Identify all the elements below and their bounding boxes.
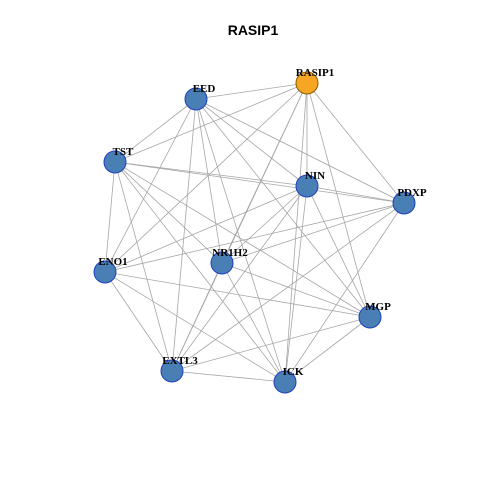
edge-nr1h2-extl3 bbox=[171, 262, 223, 372]
edge-nr1h2-mgp bbox=[221, 262, 371, 318]
node-label-pdxp: PDXP bbox=[397, 187, 427, 199]
node-nr1h2[interactable] bbox=[210, 251, 234, 275]
node-pdxp[interactable] bbox=[392, 191, 416, 215]
edge-nin-extl3 bbox=[171, 185, 308, 372]
edge-nin-pdxp bbox=[306, 185, 405, 204]
edge-pdxp-nr1h2 bbox=[221, 202, 405, 264]
edge-nin-mgp bbox=[306, 185, 371, 318]
edge-nr1h2-ick bbox=[221, 262, 286, 383]
node-label-tst: TST bbox=[113, 146, 134, 158]
edge-pdxp-ick bbox=[284, 202, 405, 383]
node-nin[interactable] bbox=[295, 174, 319, 198]
edge-mgp-extl3 bbox=[171, 316, 371, 372]
edge-tst-ick bbox=[114, 161, 286, 383]
node-extl3[interactable] bbox=[160, 359, 184, 383]
node-label-eed: EED bbox=[193, 83, 216, 95]
node-label-nin: NIN bbox=[305, 170, 325, 182]
edge-layer bbox=[104, 82, 405, 383]
edge-rasip1-eed bbox=[195, 82, 308, 100]
edge-eed-eno1 bbox=[104, 98, 197, 273]
diagram-title: RASIP1 bbox=[228, 22, 279, 38]
edge-tst-eno1 bbox=[104, 161, 116, 273]
node-label-rasip1: RASIP1 bbox=[296, 67, 335, 79]
edge-eno1-ick bbox=[104, 271, 286, 383]
edge-pdxp-eno1 bbox=[104, 202, 405, 273]
edge-eno1-mgp bbox=[104, 271, 371, 318]
node-eed[interactable] bbox=[184, 87, 208, 111]
edge-tst-nin bbox=[114, 161, 308, 187]
node-tst[interactable] bbox=[103, 150, 127, 174]
edge-tst-extl3 bbox=[114, 161, 173, 372]
node-label-ick: ICK bbox=[283, 366, 304, 378]
edge-nin-nr1h2 bbox=[221, 185, 308, 264]
edge-rasip1-eno1 bbox=[104, 82, 308, 273]
edge-extl3-ick bbox=[171, 370, 286, 383]
edge-tst-mgp bbox=[114, 161, 371, 318]
node-eno1[interactable] bbox=[93, 260, 117, 284]
node-rasip1[interactable] bbox=[295, 71, 319, 95]
edge-tst-pdxp bbox=[114, 161, 405, 204]
edge-eed-nin bbox=[195, 98, 308, 187]
edge-eed-pdxp bbox=[195, 98, 405, 204]
edge-eed-nr1h2 bbox=[195, 98, 223, 264]
node-label-nr1h2: NR1H2 bbox=[212, 247, 248, 259]
edge-rasip1-mgp bbox=[306, 82, 371, 318]
node-layer bbox=[93, 71, 416, 394]
node-label-eno1: ENO1 bbox=[98, 256, 127, 268]
node-label-mgp: MGP bbox=[365, 301, 391, 313]
edge-nin-eno1 bbox=[104, 185, 308, 273]
node-mgp[interactable] bbox=[358, 305, 382, 329]
edge-rasip1-ick bbox=[284, 82, 308, 383]
edge-tst-nr1h2 bbox=[114, 161, 223, 264]
edge-nin-ick bbox=[284, 185, 308, 383]
edge-eed-tst bbox=[114, 98, 197, 163]
edge-rasip1-tst bbox=[114, 82, 308, 163]
edge-mgp-ick bbox=[284, 316, 371, 383]
edge-eno1-extl3 bbox=[104, 271, 173, 372]
edge-rasip1-pdxp bbox=[306, 82, 405, 204]
edge-eed-extl3 bbox=[171, 98, 197, 372]
node-ick[interactable] bbox=[273, 370, 297, 394]
node-label-extl3: EXTL3 bbox=[162, 355, 198, 367]
